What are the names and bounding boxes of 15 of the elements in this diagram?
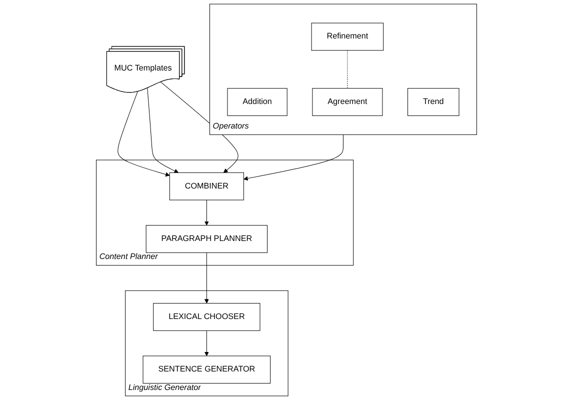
arrow [204, 330, 209, 356]
arrow [204, 252, 209, 304]
arrow [118, 91, 170, 177]
node-box: Refinement [311, 22, 384, 51]
arrow [204, 200, 209, 226]
node-box: SENTENCE GENERATOR [142, 356, 271, 384]
node-box: COMBINER [169, 172, 244, 200]
arrow [244, 134, 344, 181]
node-box: Trend [408, 88, 460, 116]
node-box: Addition [227, 88, 288, 116]
node-box: PARAGRAPH PLANNER [146, 225, 268, 253]
node-box: Agreement [312, 88, 383, 116]
arrow [147, 88, 179, 173]
connector [347, 50, 348, 89]
node-box: LEXICAL CHOOSER [153, 303, 260, 331]
